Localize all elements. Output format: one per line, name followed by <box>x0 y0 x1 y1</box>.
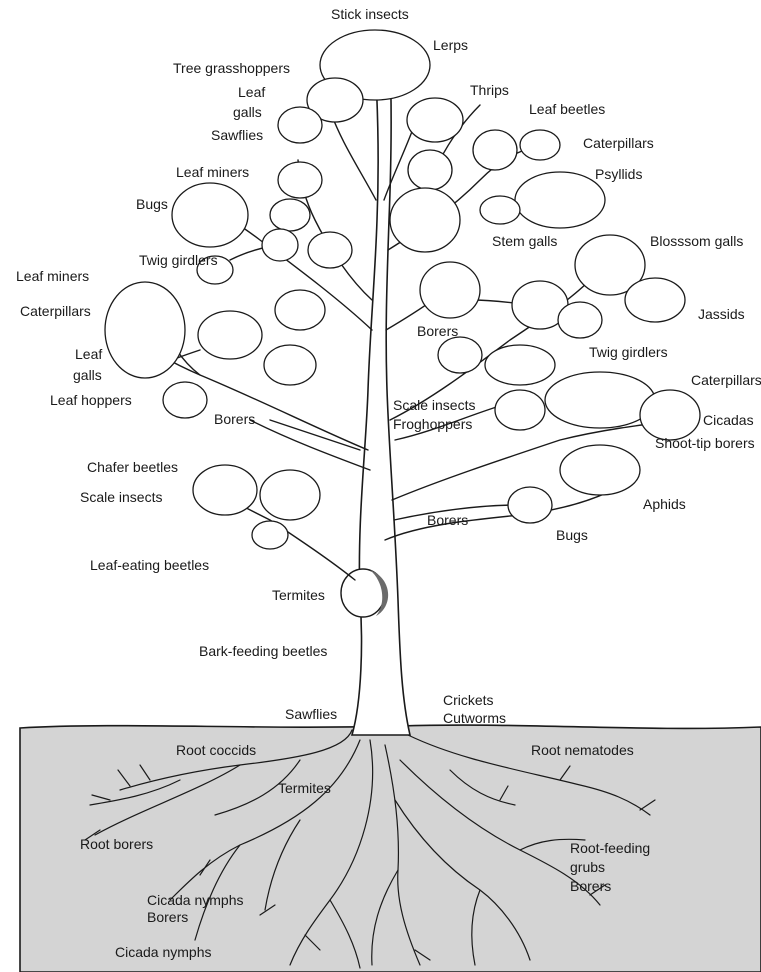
label-cicadas: Cicadas <box>703 412 761 428</box>
label-caterpillars-left: Caterpillars <box>20 303 91 319</box>
label-cicada-nymphs-2: Cicada nymphs <box>115 944 212 960</box>
label-borers-mid: Borers <box>417 323 458 339</box>
label-termites-ground: Termites <box>278 780 331 796</box>
label-lerps: Lerps <box>433 37 468 53</box>
label-borers-left: Borers <box>214 411 255 427</box>
label-leaf-eating-beetles: Leaf-eating beetles <box>90 557 209 573</box>
label-leaf-galls-top-2: galls <box>233 104 262 120</box>
label-jassids: Jassids <box>698 306 745 322</box>
label-twig-girdlers-left: Twig girdlers <box>139 252 218 268</box>
label-leaf-miners-left: Leaf miners <box>16 268 89 284</box>
label-cutworms: Cutworms <box>443 710 506 726</box>
label-leaf-galls-left-2: galls <box>73 367 102 383</box>
label-scale-insects-lower: Scale insects <box>80 489 162 505</box>
label-aphids: Aphids <box>643 496 686 512</box>
label-crickets: Crickets <box>443 692 494 708</box>
label-stem-galls: Stem galls <box>492 233 557 249</box>
label-leaf-beetles: Leaf beetles <box>529 101 605 117</box>
label-bugs-lower: Bugs <box>556 527 588 543</box>
label-tree-grasshoppers: Tree grasshoppers <box>173 60 290 76</box>
label-root-feeding-2: grubs <box>570 859 605 875</box>
label-borers-root: Borers <box>570 878 611 894</box>
label-froghoppers: Froghoppers <box>393 416 472 432</box>
label-bark-feeding-beetles: Bark-feeding beetles <box>199 643 327 659</box>
label-borers-deep: Borers <box>147 909 188 925</box>
label-psyllids: Psyllids <box>595 166 642 182</box>
label-blossom-galls: Blosssom galls <box>650 233 743 249</box>
label-cicada-nymphs-1: Cicada nymphs <box>147 892 244 908</box>
label-chafer-beetles: Chafer beetles <box>87 459 178 475</box>
label-caterpillars-right: Caterpillars <box>691 372 761 388</box>
label-stick-insects: Stick insects <box>331 6 409 22</box>
label-root-coccids: Root coccids <box>176 742 256 758</box>
foliage <box>105 30 700 549</box>
label-scale-insects-upper: Scale insects <box>393 397 475 413</box>
label-root-borers: Root borers <box>80 836 153 852</box>
label-leaf-hoppers: Leaf hoppers <box>50 392 132 408</box>
label-leaf-galls-left-1: Leaf <box>75 346 102 362</box>
label-bugs-upper: Bugs <box>136 196 168 212</box>
label-twig-girdlers-right: Twig girdlers <box>589 344 668 360</box>
label-sawflies-lower: Sawflies <box>285 706 337 722</box>
label-root-nematodes: Root nematodes <box>531 742 634 758</box>
label-termites-trunk: Termites <box>272 587 325 603</box>
label-root-feeding-1: Root-feeding <box>570 840 650 856</box>
label-leaf-galls-top-1: Leaf <box>238 84 265 100</box>
label-shoot-tip-borers: Shoot-tip borers <box>655 435 761 451</box>
label-leaf-miners-upper: Leaf miners <box>176 164 249 180</box>
label-caterpillars-top-right: Caterpillars <box>583 135 654 151</box>
label-borers-right: Borers <box>427 512 468 528</box>
label-thrips: Thrips <box>470 82 509 98</box>
label-sawflies-top: Sawflies <box>211 127 263 143</box>
